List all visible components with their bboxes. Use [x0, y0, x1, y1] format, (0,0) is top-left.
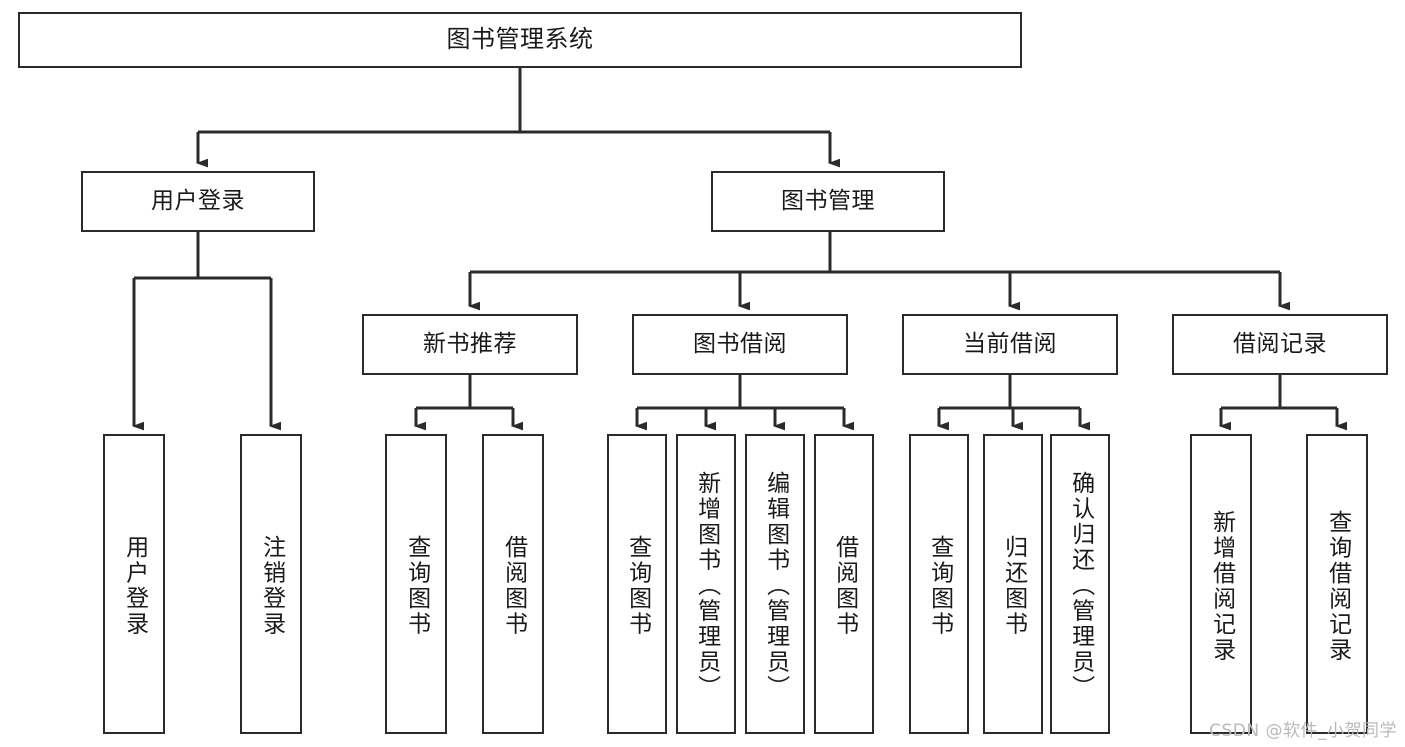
watermark-text: CSDN @软件_小贺同学	[1209, 721, 1397, 741]
node-root[interactable]: 图书管理系统	[18, 12, 1022, 68]
node-leaf-add-record[interactable]: 新增借阅记录	[1190, 434, 1252, 734]
node-leaf-query-book-1[interactable]: 查询图书	[385, 434, 447, 734]
node-book-borrow[interactable]: 图书借阅	[632, 314, 848, 375]
node-label-current-borrow: 当前借阅	[963, 331, 1057, 358]
node-label-leaf-add-record: 新增借阅记录	[1208, 509, 1235, 663]
node-label-leaf-user-login: 用户登录	[121, 535, 148, 637]
connector-group	[132, 68, 1347, 431]
node-label-new-book-rec: 新书推荐	[423, 331, 517, 358]
node-user-login[interactable]: 用户登录	[81, 171, 315, 232]
node-label-leaf-query-book-2: 查询图书	[624, 535, 651, 637]
node-leaf-return-book[interactable]: 归还图书	[983, 434, 1043, 734]
node-label-user-login: 用户登录	[151, 188, 245, 215]
node-leaf-borrow-book-1[interactable]: 借阅图书	[482, 434, 544, 734]
node-leaf-borrow-book-2[interactable]: 借阅图书	[814, 434, 874, 734]
node-label-leaf-borrow-book-1: 借阅图书	[500, 535, 527, 637]
node-book-manage[interactable]: 图书管理	[711, 171, 945, 232]
node-label-book-manage: 图书管理	[781, 188, 875, 215]
node-label-book-borrow: 图书借阅	[693, 331, 787, 358]
node-label-borrow-record: 借阅记录	[1233, 331, 1327, 358]
node-leaf-logout[interactable]: 注销登录	[240, 434, 302, 734]
node-label-leaf-borrow-book-2: 借阅图书	[831, 535, 858, 637]
node-label-leaf-return-book: 归还图书	[1000, 535, 1027, 637]
node-leaf-add-book[interactable]: 新增图书（管理员）	[676, 434, 736, 734]
node-new-book-rec[interactable]: 新书推荐	[362, 314, 578, 375]
node-label-leaf-logout: 注销登录	[258, 535, 285, 637]
node-label-leaf-query-record: 查询借阅记录	[1324, 509, 1351, 663]
node-label-leaf-edit-book: 编辑图书（管理员）	[762, 471, 789, 701]
node-label-leaf-query-book-1: 查询图书	[403, 535, 430, 637]
node-label-leaf-query-book-3: 查询图书	[926, 535, 953, 637]
node-leaf-confirm-return[interactable]: 确认归还（管理员）	[1050, 434, 1110, 734]
node-borrow-record[interactable]: 借阅记录	[1172, 314, 1388, 375]
node-current-borrow[interactable]: 当前借阅	[902, 314, 1118, 375]
node-label-root: 图书管理系统	[446, 25, 594, 54]
node-leaf-query-record[interactable]: 查询借阅记录	[1306, 434, 1368, 734]
node-leaf-query-book-2[interactable]: 查询图书	[607, 434, 667, 734]
node-leaf-edit-book[interactable]: 编辑图书（管理员）	[745, 434, 805, 734]
node-leaf-query-book-3[interactable]: 查询图书	[909, 434, 969, 734]
node-leaf-user-login[interactable]: 用户登录	[103, 434, 165, 734]
node-label-leaf-add-book: 新增图书（管理员）	[693, 471, 720, 701]
node-label-leaf-confirm-return: 确认归还（管理员）	[1067, 471, 1094, 701]
